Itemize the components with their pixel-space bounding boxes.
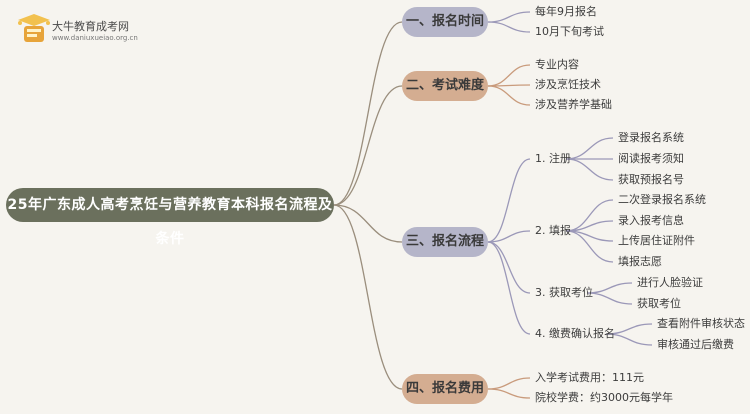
root-link-1 bbox=[333, 85, 403, 206]
b3-link-1 bbox=[487, 230, 531, 243]
b3-link-0 bbox=[487, 158, 531, 243]
leaf-face-verify: 进行人脸验证 bbox=[637, 276, 703, 289]
leaf-login-system: 登录报名系统 bbox=[618, 131, 684, 144]
leaf-tuition: 院校学费：约3000元每学年 bbox=[535, 391, 673, 404]
branch-signup-time: 一、报名时间 bbox=[402, 7, 488, 37]
brand-url: www.daniuxueiao.org.cn bbox=[52, 34, 138, 42]
leaf-upload-permit: 上传居住证附件 bbox=[618, 234, 695, 247]
b2-link-2 bbox=[487, 85, 531, 106]
leaf-read-notice: 阅读报考须知 bbox=[618, 152, 684, 165]
s1-link-2 bbox=[565, 158, 614, 181]
root-link-3 bbox=[333, 204, 403, 390]
root-link-0 bbox=[333, 21, 403, 206]
leaf-nutrition: 涉及营养学基础 bbox=[535, 98, 612, 111]
leaf-exam-fee: 入学考试费用：111元 bbox=[535, 371, 644, 384]
b3-link-2 bbox=[487, 241, 531, 294]
s3-link-0 bbox=[586, 282, 633, 294]
leaf-enter-info: 录入报考信息 bbox=[618, 214, 684, 227]
logo-cap-icon bbox=[18, 14, 50, 42]
leaf-cooking-tech: 涉及烹饪技术 bbox=[535, 78, 601, 91]
step-pay-confirm: 4. 缴费确认报名 bbox=[535, 327, 615, 340]
leaf-relogin: 二次登录报名系统 bbox=[618, 193, 706, 206]
root-link-2 bbox=[333, 204, 403, 243]
leaf-fill-choices: 填报志愿 bbox=[618, 255, 662, 268]
b2-link-0 bbox=[487, 64, 531, 87]
root-node: 25年广东成人高考烹饪与营养教育本科报名流程及条件 bbox=[6, 188, 334, 247]
step-register: 1. 注册 bbox=[535, 152, 571, 165]
s1-link-0 bbox=[565, 137, 614, 160]
s4-link-1 bbox=[605, 333, 653, 346]
branch-difficulty: 二、考试难度 bbox=[402, 71, 488, 101]
b1-link-1 bbox=[487, 21, 531, 33]
b3-link-3 bbox=[487, 241, 531, 335]
leaf-obtain-seat: 获取考位 bbox=[637, 297, 681, 310]
leaf-major-content: 专业内容 bbox=[535, 58, 579, 71]
s2-link-3 bbox=[565, 230, 614, 263]
b4-link-0 bbox=[487, 377, 531, 390]
branch-fees: 四、报名费用 bbox=[402, 374, 488, 404]
leaf-check-review: 查看附件审核状态 bbox=[657, 317, 745, 330]
leaf-pre-reg-number: 获取预报名号 bbox=[618, 173, 684, 186]
branch-process: 三、报名流程 bbox=[402, 227, 488, 257]
b1-link-0 bbox=[487, 11, 531, 23]
step-fill-in: 2. 填报 bbox=[535, 224, 571, 237]
step-get-seat: 3. 获取考位 bbox=[535, 286, 593, 299]
b4-link-1 bbox=[487, 388, 531, 399]
brand-name: 大牛教育成考网 bbox=[52, 20, 129, 33]
s3-link-1 bbox=[586, 292, 633, 305]
leaf-pay-after-review: 审核通过后缴费 bbox=[657, 338, 734, 351]
leaf-exam-date: 10月下旬考试 bbox=[535, 25, 604, 38]
leaf-signup-month: 每年9月报名 bbox=[535, 5, 597, 18]
